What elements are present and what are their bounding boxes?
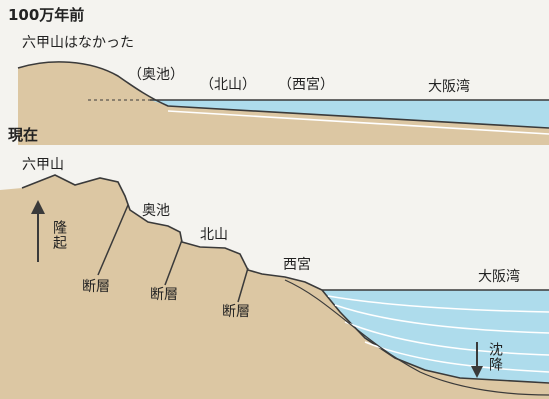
past-sea xyxy=(150,100,549,128)
past-place-okuike: （奥池） xyxy=(128,67,184,83)
basement-line xyxy=(284,279,549,396)
present-place-rokkosan: 六甲山 xyxy=(22,157,64,173)
past-heading: 100万年前 xyxy=(8,6,85,24)
past-place-osaka-bay: 大阪湾 xyxy=(428,79,470,95)
present-heading: 現在 xyxy=(8,126,39,144)
past-land xyxy=(18,61,549,145)
sediment-layer-3 xyxy=(344,321,549,356)
past-note: 六甲山はなかった xyxy=(22,35,134,51)
present-land xyxy=(0,175,549,399)
present-place-nishinomiya: 西宮 xyxy=(283,257,311,273)
subsidence-arrow-head xyxy=(471,366,483,378)
fault-line-2 xyxy=(164,239,183,286)
fault-line-1 xyxy=(97,204,129,276)
fault-label-3: 断層 xyxy=(222,304,250,320)
subsidence-label: 沈降 xyxy=(487,342,503,372)
fault-label-2: 断層 xyxy=(150,287,178,303)
past-sediment-line xyxy=(167,110,549,135)
present-place-okuike: 奥池 xyxy=(142,203,170,219)
fault-line-3 xyxy=(237,267,249,303)
past-place-nishinomiya: （西宮） xyxy=(278,77,334,93)
present-surface-line xyxy=(21,174,549,384)
uplift-label: 隆起 xyxy=(51,220,67,250)
present-sea xyxy=(322,290,549,383)
present-place-osaka-bay: 大阪湾 xyxy=(478,269,520,285)
past-place-kitayama: （北山） xyxy=(200,77,256,93)
fault-label-1: 断層 xyxy=(82,279,110,295)
sediment-layer-2 xyxy=(334,304,549,334)
present-place-kitayama: 北山 xyxy=(200,227,228,243)
sediment-layer-1 xyxy=(327,295,549,313)
uplift-arrow-head xyxy=(31,200,45,214)
